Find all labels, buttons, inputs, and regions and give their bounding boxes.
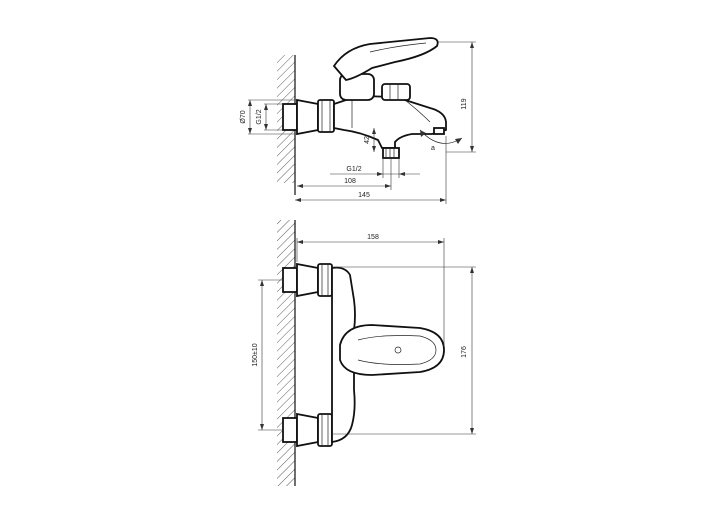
- upper-flange: [296, 262, 319, 298]
- shower-outlet: [382, 147, 400, 159]
- upper-inlet: [282, 267, 298, 293]
- side-view: a 119 42 Ø70 G1/2 G1/2: [240, 37, 476, 204]
- wall-hatch-bottom: [277, 220, 295, 486]
- dim-height-176: 176: [461, 346, 468, 358]
- lower-flange: [296, 412, 319, 448]
- lower-inlet: [282, 417, 298, 443]
- front-view: 158 150±10 176: [252, 220, 476, 486]
- inlet-pipe: [282, 103, 298, 131]
- aerator: [433, 127, 445, 135]
- dim-inlet-g12: G1/2: [256, 109, 263, 124]
- lever-pivot: [394, 346, 402, 354]
- dim-total-145: 145: [358, 192, 370, 199]
- lever-handle: [332, 37, 439, 81]
- diverter-knob: [381, 83, 411, 101]
- wall-flange: [296, 98, 319, 136]
- upper-union-nut: [317, 263, 333, 297]
- dim-offset-108: 108: [344, 178, 356, 185]
- lever-front: [339, 324, 445, 376]
- dim-outlet-g12: G1/2: [346, 166, 361, 173]
- dim-diameter-70: Ø70: [240, 110, 247, 123]
- lower-union-nut: [317, 413, 333, 447]
- dim-height-119: 119: [461, 98, 468, 109]
- dim-centers-150: 150±10: [252, 343, 259, 366]
- mixer-body: [333, 95, 447, 149]
- dim-width-158: 158: [367, 234, 379, 241]
- dim-spout-42: 42: [364, 136, 371, 144]
- svg-text:a: a: [431, 145, 435, 152]
- union-nut: [317, 99, 335, 133]
